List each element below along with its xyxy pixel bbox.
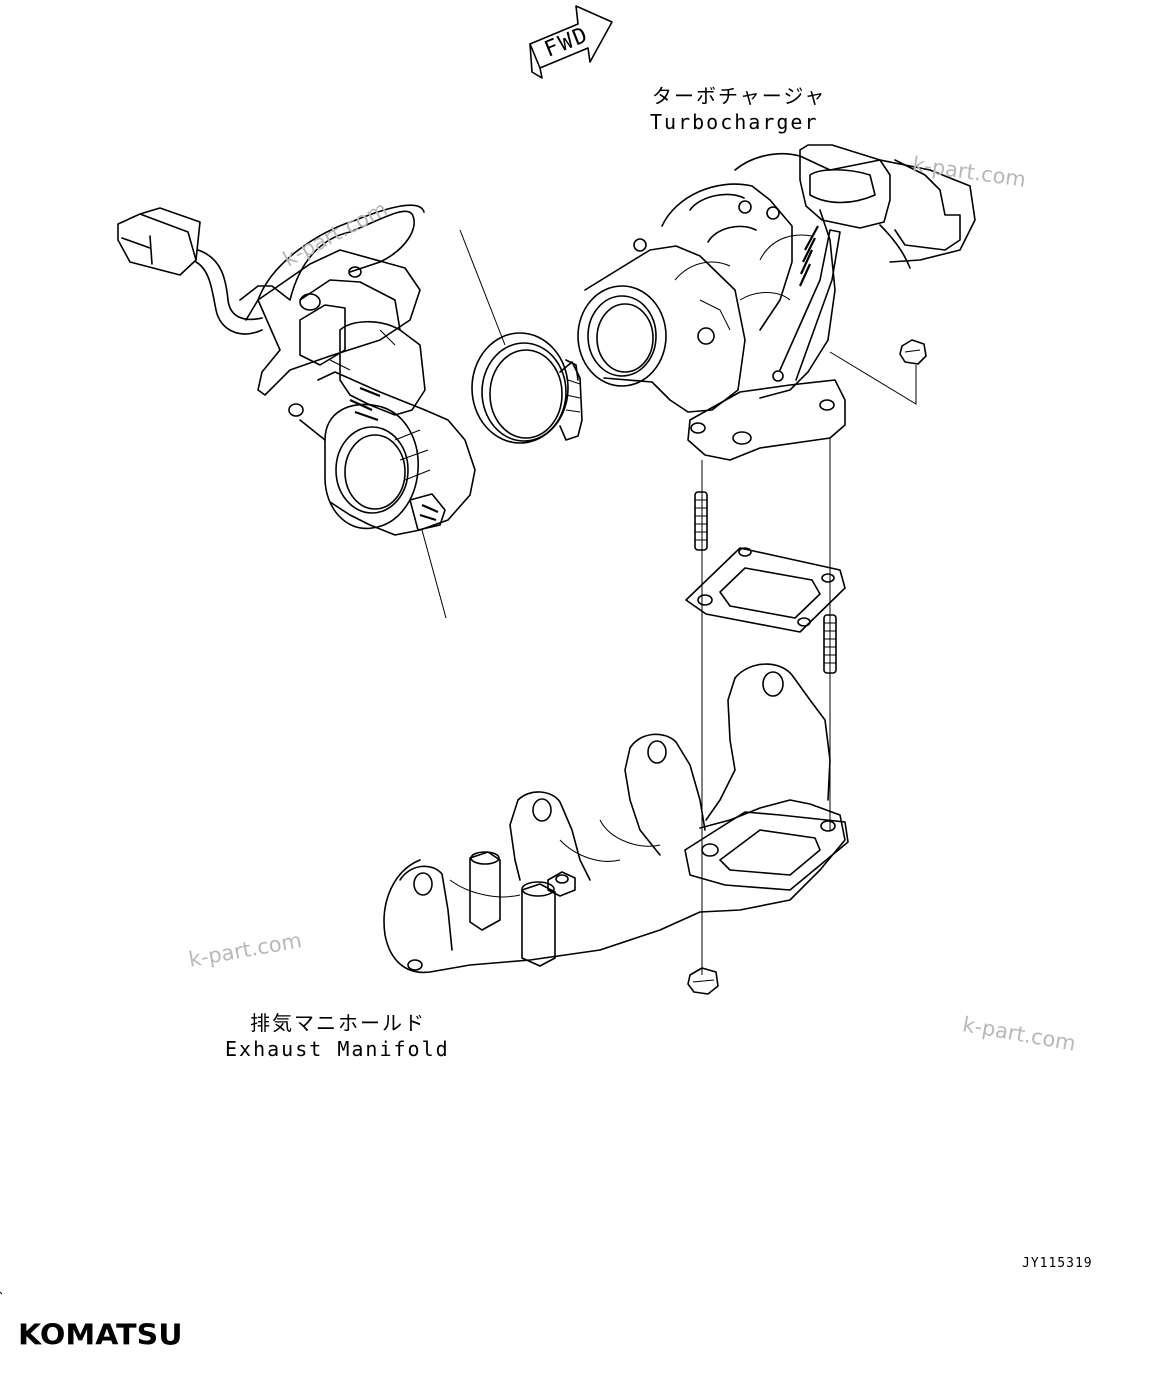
corner-mark	[0, 1291, 3, 1295]
turbocharger-label-jp: ターボチャージャ	[652, 84, 827, 108]
forward-arrow-icon	[529, 5, 613, 79]
gasket	[685, 547, 846, 633]
exhaust-manifold	[383, 663, 849, 974]
turbocharger-label-en: Turbocharger	[650, 110, 819, 134]
turbocharger	[577, 144, 976, 461]
manifold-nut	[687, 967, 719, 995]
flange-nut	[829, 339, 927, 405]
exhaust-valve-assembly	[117, 204, 476, 619]
v-band-clamp	[459, 229, 583, 444]
manifold-label-en: Exhaust Manifold	[225, 1037, 450, 1061]
komatsu-logo: KOMATSU	[18, 1318, 183, 1353]
drawing-code: JY115319	[1022, 1256, 1093, 1271]
manifold-label-jp: 排気マニホールド	[250, 1011, 426, 1035]
